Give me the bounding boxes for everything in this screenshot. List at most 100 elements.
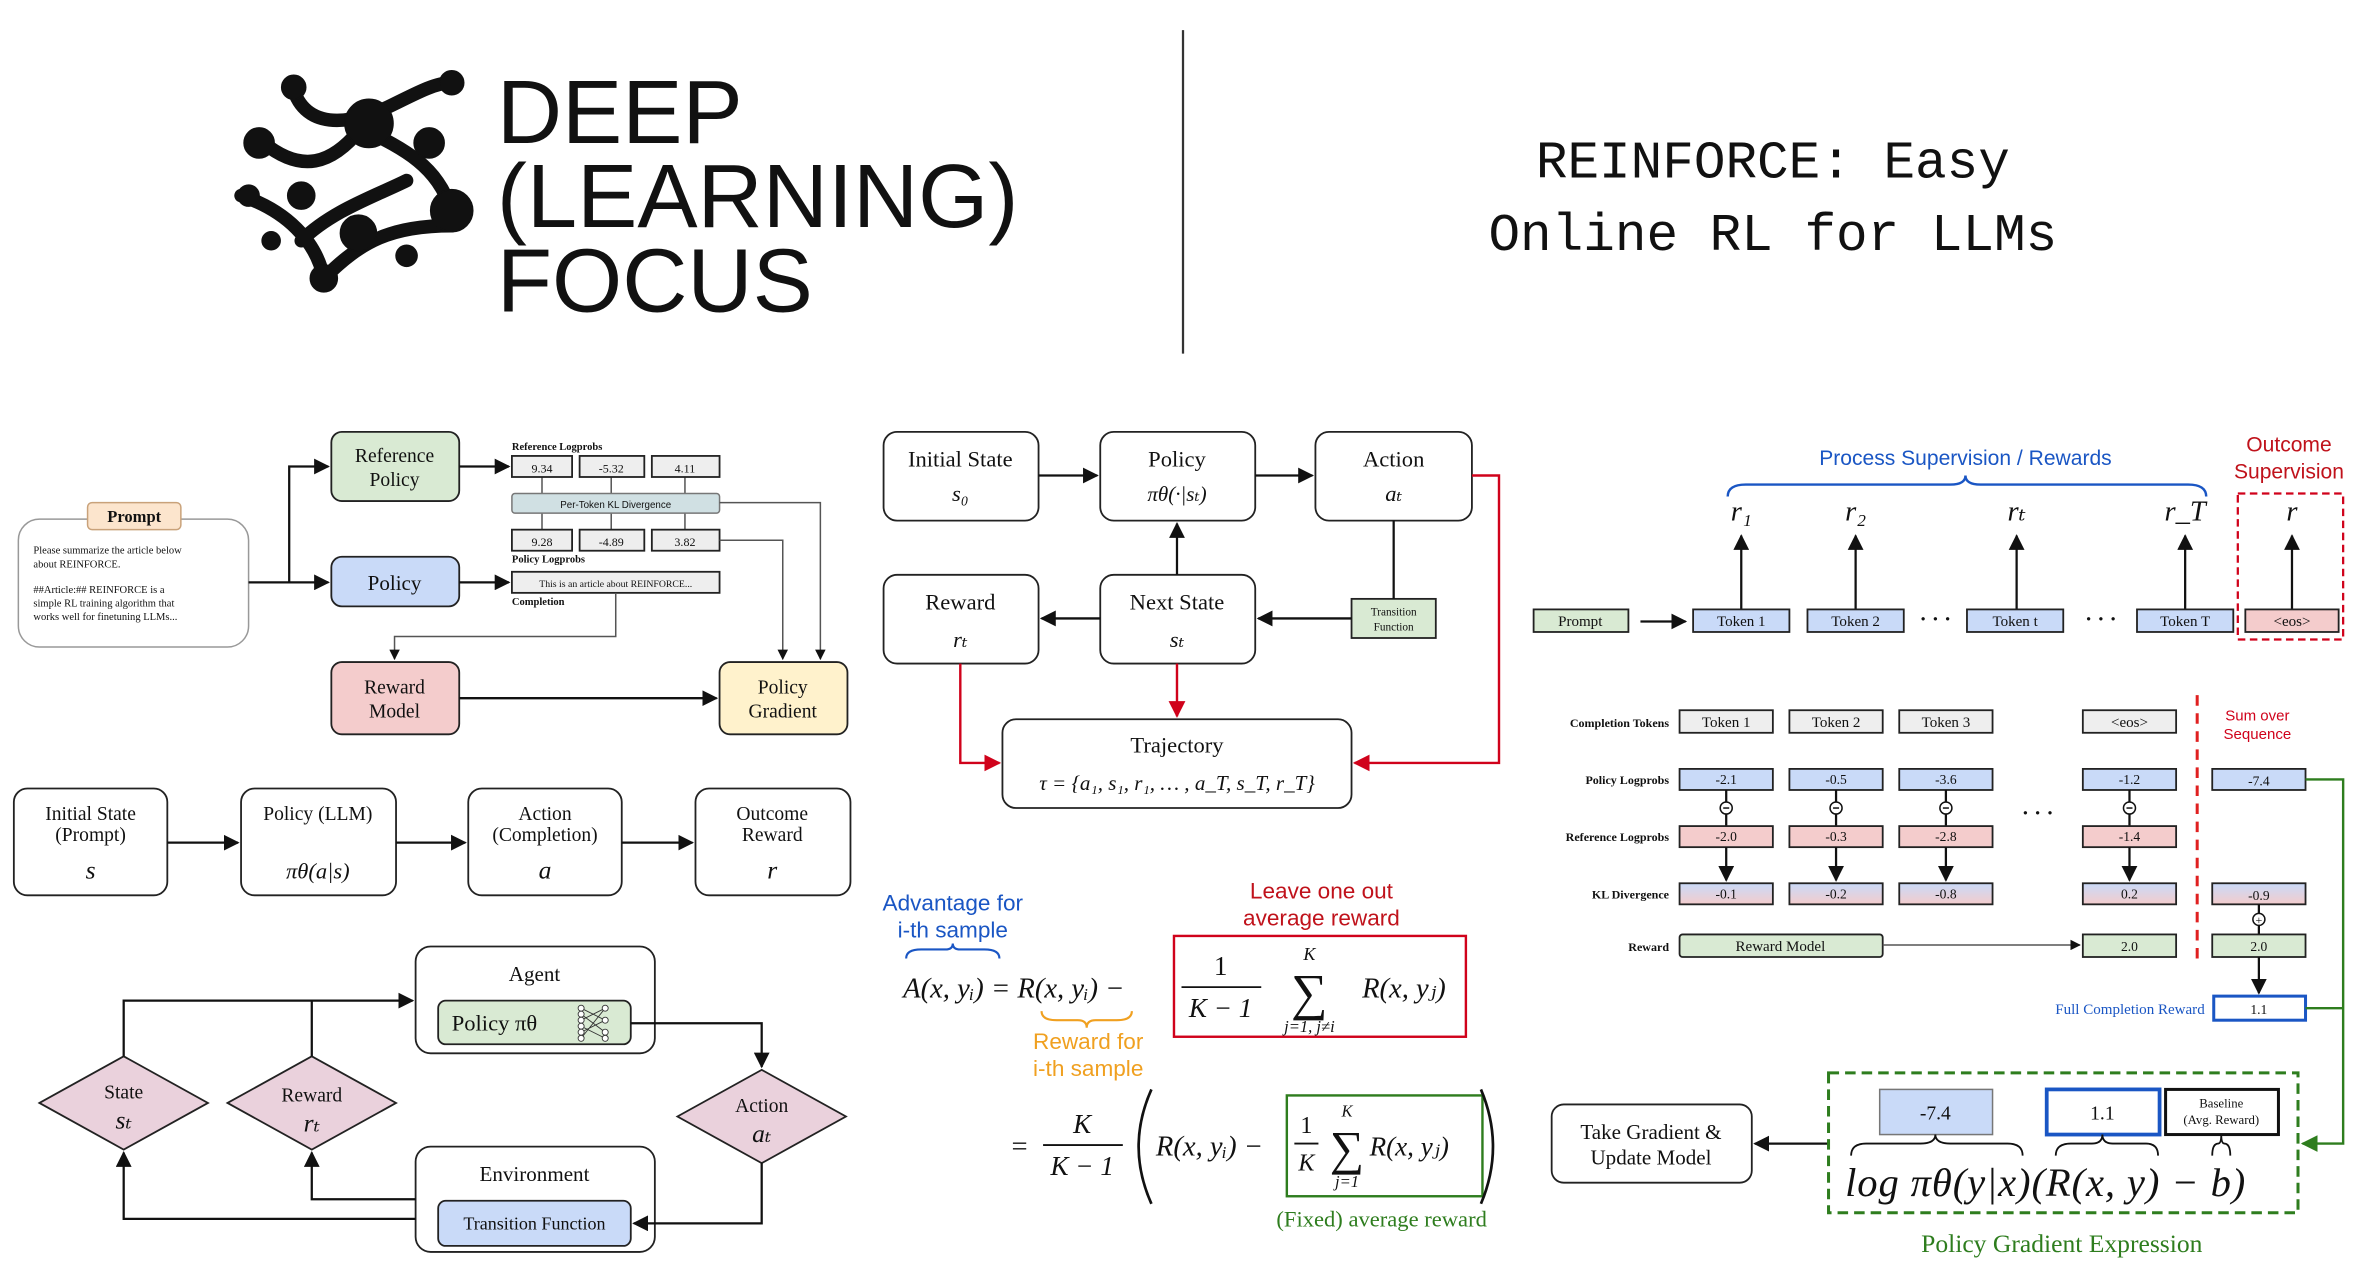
formula-part: K — [1341, 1102, 1354, 1121]
mdp-label: Function — [1374, 621, 1414, 633]
neural-network-icon — [577, 1004, 609, 1042]
token-table: Completion Tokens Policy Logprobs Refere… — [1566, 695, 2345, 1153]
token-cell — [1788, 709, 1884, 734]
kl-cell-value: -0.8 — [1935, 886, 1957, 901]
logo: DEEP (LEARNING) FOCUS — [234, 62, 1018, 331]
process-supervision-label: Process Supervision / Rewards — [1819, 447, 2111, 470]
outcome-supervision-label: Supervision — [2234, 460, 2344, 483]
formula-part: K — [1297, 1151, 1316, 1177]
formula-part: = — [1011, 1132, 1027, 1163]
eos-token-box — [2244, 608, 2340, 633]
initial-state-box — [882, 430, 1040, 522]
logprob-value: -7.4 — [1920, 1104, 1951, 1125]
formula-part: 1 — [1214, 951, 1228, 981]
brace — [2211, 1134, 2232, 1156]
reference-logprobs-label: Reference Logprobs — [512, 442, 602, 453]
chain-label: Outcome — [736, 804, 808, 825]
formula-part: K — [1302, 944, 1316, 964]
reward-annotation: i-th sample — [1033, 1056, 1143, 1081]
policy-logprob-cell-value: -1.2 — [2119, 772, 2141, 787]
row-label: Completion Tokens — [1570, 716, 1669, 730]
reference-logprob: 9.34 — [531, 461, 552, 475]
rlhf-diagram: Prompt Please summarize the article belo… — [17, 430, 849, 736]
policy-logprob-cell-value: -3.6 — [1935, 772, 1957, 787]
full-reward-value: 1.1 — [2250, 1002, 2267, 1017]
svg-text:∑: ∑ — [1330, 1123, 1364, 1176]
policy-gradient-label: Policy — [758, 678, 808, 699]
arrow — [2300, 778, 2345, 1153]
completion-label: Completion — [512, 597, 565, 608]
ellipsis: · · · — [1920, 607, 1952, 631]
reward-value: 2.0 — [2121, 939, 2138, 954]
chain-label: Reward — [742, 825, 803, 846]
action-diamond — [675, 1068, 848, 1165]
mdp-label: Next State — [1130, 589, 1225, 614]
paren — [1137, 1088, 1153, 1205]
prompt-box — [17, 518, 250, 648]
reference-logprob: -5.32 — [599, 461, 624, 475]
action-symbol: aₜ — [752, 1119, 772, 1148]
trajectory-formula: τ = {a₁, s₁, r₁, … , a_T, s_T, r_T} — [1039, 771, 1315, 795]
advantage-annotation: i-th sample — [898, 917, 1008, 942]
fixed-average-highlight-box — [1285, 1094, 1484, 1198]
chain-symbol: a — [539, 856, 552, 885]
update-model-box — [1550, 1103, 1753, 1184]
policy-box — [1099, 430, 1257, 522]
reference-logprob: 4.11 — [675, 461, 696, 475]
agent-policy-label: Policy πθ — [452, 1011, 538, 1036]
reference-logprob-cell-value: -2.8 — [1935, 829, 1957, 844]
policy-logprobs-label: Policy Logprobs — [512, 555, 585, 566]
token-box — [1966, 608, 2065, 633]
chain-label: Action — [518, 804, 571, 825]
outcome-dashed-box — [2236, 492, 2345, 641]
token-cell — [2081, 709, 2178, 734]
token-box — [1692, 608, 1791, 633]
prompt-text-line: Please summarize the article below — [33, 546, 182, 557]
chain-label: Policy (LLM) — [263, 804, 372, 825]
token-label: Token 1 — [1717, 614, 1766, 630]
prompt-label: Prompt — [107, 507, 161, 526]
state-label: State — [104, 1082, 143, 1103]
reference-logprob-cell-value: -2.0 — [1716, 829, 1738, 844]
reward-symbol: r_T — [2164, 497, 2207, 528]
token-label: Token t — [1992, 614, 2038, 630]
sum-label: Sum over — [2225, 708, 2289, 725]
arrow — [122, 992, 415, 1057]
mdp-symbol: aₜ — [1385, 481, 1402, 506]
policy-gradient-box — [718, 661, 849, 736]
prompt-label: Prompt — [1558, 614, 1603, 630]
loo-annotation: average reward — [1243, 905, 1400, 930]
arrow — [632, 1163, 763, 1232]
mdp-symbol: πθ(·|sₜ) — [1147, 482, 1206, 506]
token-cell — [1678, 709, 1774, 734]
completion-text: This is an article about REINFORCE... — [539, 579, 692, 590]
chain-symbol: r — [767, 856, 778, 885]
expression-formula: log πθ(y|x)(R(x, y) − b) — [1845, 1160, 2245, 1205]
mdp-symbol: s₀ — [952, 481, 969, 506]
reward-symbol: r — [2286, 497, 2298, 528]
formula-part: R(x, yᵢ) − — [1155, 1132, 1263, 1163]
mdp-symbol: sₜ — [1170, 627, 1185, 652]
state-symbol: sₜ — [116, 1106, 133, 1135]
trajectory-box — [1001, 718, 1353, 809]
sum-policy-value: -7.4 — [2248, 773, 2270, 788]
policy-logprob-cell-value: -0.5 — [1825, 772, 1847, 787]
environment-label: Environment — [480, 1162, 590, 1186]
token-cell-value: Token 3 — [1922, 715, 1971, 731]
loo-highlight-box — [1172, 934, 1468, 1038]
reward-label: Reward — [281, 1085, 342, 1106]
token-label: Token T — [2160, 614, 2210, 630]
reward-symbol: r₁ — [1731, 497, 1752, 528]
arrow — [389, 592, 617, 661]
formula-part: A(x, yᵢ) = R(x, yᵢ) − — [901, 974, 1124, 1005]
kl-cell-value: -0.2 — [1825, 886, 1847, 901]
paren — [1479, 1088, 1495, 1205]
chain-symbol: πθ(a|s) — [286, 859, 350, 884]
brace — [905, 943, 1001, 959]
chain-label: (Completion) — [492, 825, 597, 846]
chain-label: Initial State — [45, 804, 136, 825]
reference-policy-label: Reference — [355, 446, 434, 467]
plus-icon — [2252, 912, 2266, 927]
reward-value-box — [2044, 1087, 2162, 1137]
token-box — [2136, 608, 2235, 633]
